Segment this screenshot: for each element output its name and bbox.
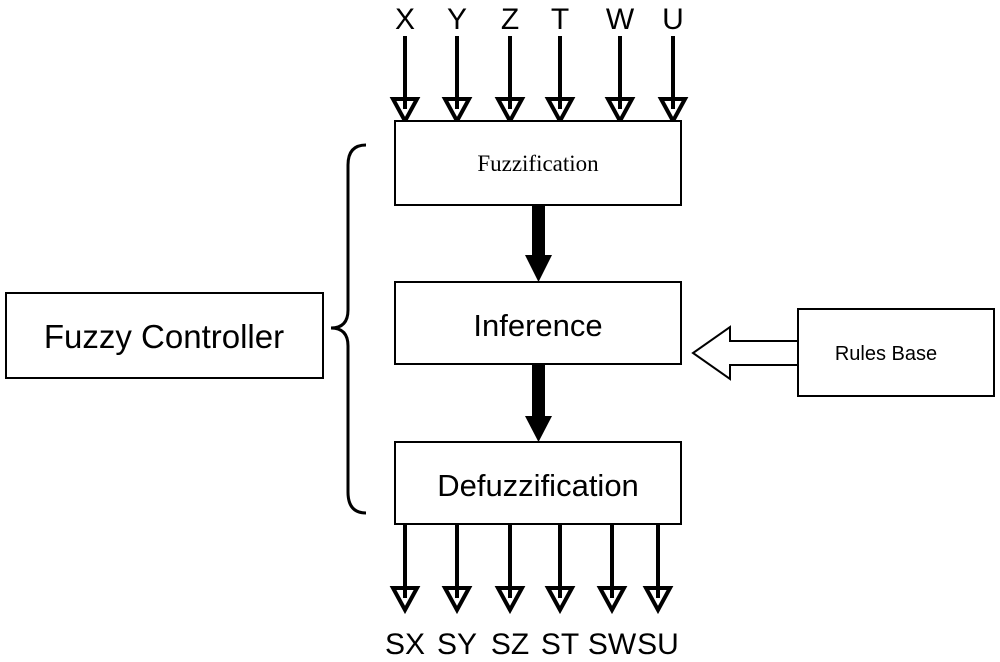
output-arrowhead-st (544, 586, 576, 615)
output-arrowhead-sx (389, 586, 421, 615)
inference-label: Inference (473, 308, 602, 343)
input-arrowhead-y (441, 97, 473, 126)
inference-block (394, 281, 682, 365)
output-arrowhead-su (642, 586, 674, 615)
rules-base-label: Rules Base (835, 343, 937, 365)
output-label-sz: SZ (491, 628, 529, 661)
output-label-st: ST (541, 628, 579, 661)
defuzzification-label: Defuzzification (437, 468, 639, 503)
input-arrowhead-x (389, 97, 421, 126)
output-label-sx: SX (385, 628, 425, 661)
output-arrowhead-sy (441, 586, 473, 615)
fuzzification-block (394, 120, 682, 206)
input-arrowhead-z (494, 97, 526, 126)
rules-base-block (797, 308, 995, 397)
input-label-y: Y (447, 3, 467, 36)
arrow-fuzzification-to-inference (525, 205, 552, 282)
fuzzification-label: Fuzzification (477, 151, 599, 176)
fuzzy-controller-block (5, 292, 324, 379)
input-arrowhead-u (657, 97, 689, 126)
output-label-su: SU (637, 628, 679, 661)
defuzzification-block (394, 441, 682, 525)
input-label-u: U (662, 3, 684, 36)
input-arrowhead-w (604, 97, 636, 126)
input-label-z: Z (501, 3, 519, 36)
controller-brace (330, 143, 367, 515)
input-label-w: W (606, 3, 635, 36)
fuzzy-controller-label: Fuzzy Controller (44, 318, 284, 355)
rules-to-inference-arrow (691, 325, 799, 381)
input-arrowhead-t (544, 97, 576, 126)
output-arrowhead-sw (596, 586, 628, 615)
input-label-t: T (551, 3, 569, 36)
arrow-inference-to-defuzzification (525, 364, 552, 442)
output-arrowhead-sz (494, 586, 526, 615)
output-label-sy: SY (437, 628, 477, 661)
output-label-sw: SW (588, 628, 637, 661)
input-label-x: X (395, 3, 415, 36)
